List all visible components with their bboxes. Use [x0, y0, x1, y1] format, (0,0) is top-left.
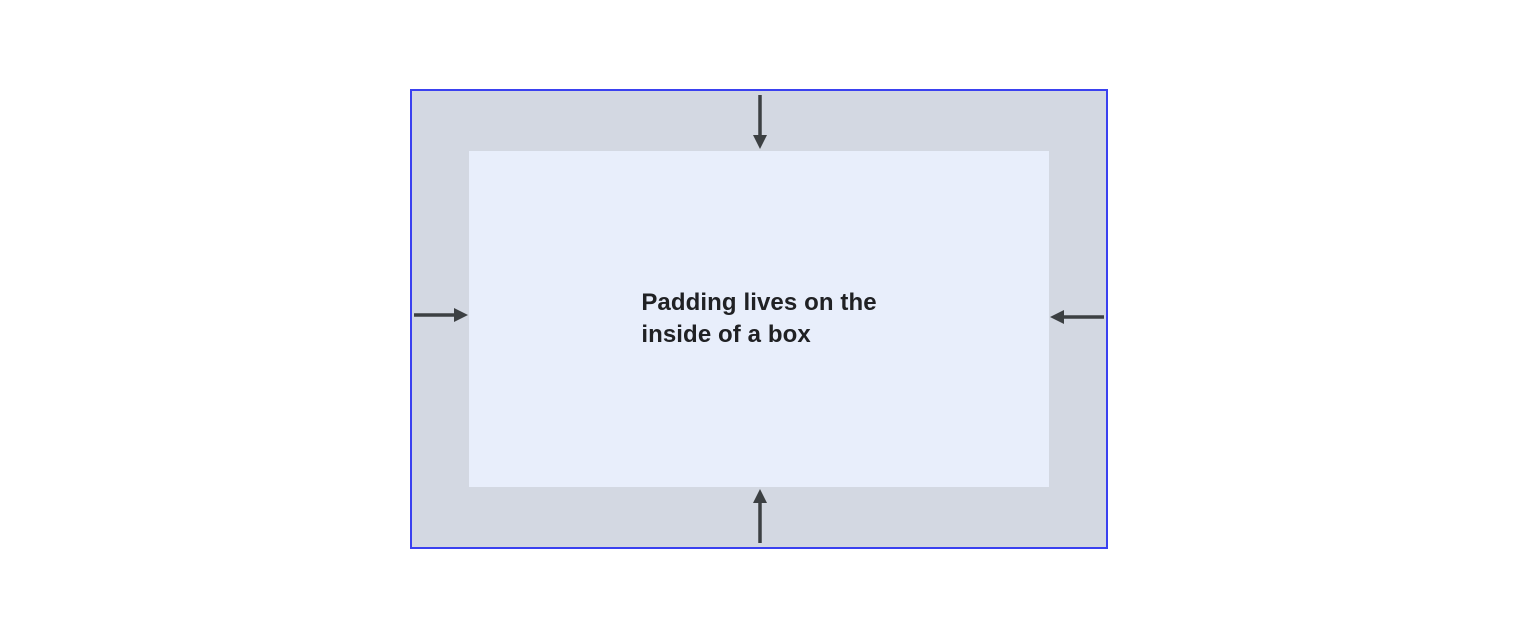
padding-area-box: Padding lives on the inside of a box [410, 89, 1108, 549]
arrow-left-icon [1050, 310, 1104, 324]
arrow-down-icon [753, 95, 767, 149]
caption-line-1: Padding lives on the [641, 289, 877, 316]
arrow-up-icon [753, 489, 767, 543]
content-box: Padding lives on the inside of a box [469, 151, 1049, 487]
caption-line-2: inside of a box [641, 321, 811, 348]
padding-caption: Padding lives on the inside of a box [641, 287, 876, 351]
arrow-right-icon [414, 308, 468, 322]
